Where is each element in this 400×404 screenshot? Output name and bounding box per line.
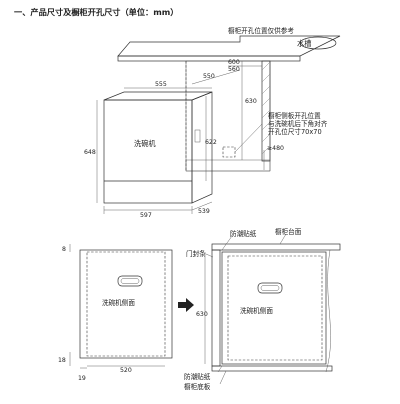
dim-18: 18 <box>58 357 66 364</box>
dim-539-line <box>191 201 213 211</box>
reference-note: 橱柜开孔位置仅供参考 <box>228 26 294 35</box>
hinge-icon <box>194 129 201 143</box>
dishwasher-side <box>191 91 213 204</box>
dim-550-line <box>191 69 241 85</box>
cabinet-side-panel <box>261 60 271 162</box>
dim-597: 597 <box>140 212 152 219</box>
dishwasher-installed-outline <box>227 255 323 361</box>
dishwasher-side-outline <box>86 251 166 357</box>
installed-handle-inner <box>260 285 280 291</box>
side-panel-hatch <box>261 61 271 155</box>
dim-648: 648 <box>84 149 96 156</box>
dim-8: 8 <box>62 246 66 253</box>
dim-539: 539 <box>198 208 210 215</box>
dishwasher-top <box>103 91 213 101</box>
side-note-leader <box>234 123 263 153</box>
break-line <box>325 249 331 373</box>
dim-550: 550 <box>203 73 215 80</box>
counter-top-edge <box>117 55 301 62</box>
side-note-line-1: 橱柜侧板开孔位置 <box>268 111 321 120</box>
plinth-label: 橱柜底板 <box>184 382 211 391</box>
dishwasher-side-front <box>79 249 173 359</box>
dim-520: 520 <box>120 367 132 374</box>
right-arrow-icon <box>178 298 194 312</box>
moisture-sticker-bottom: 防潮贴纸 <box>184 372 211 381</box>
installed-appliance-label: 洗碗机侧面 <box>240 306 273 315</box>
dim-630: 630 <box>245 98 257 105</box>
sink-label: 水槽 <box>297 39 311 48</box>
moisture-top-leader <box>221 235 233 251</box>
handle-icon <box>117 275 143 287</box>
door-seal-label: 门封条 <box>186 249 206 258</box>
cabinet-opening <box>185 60 271 172</box>
dim-19: 19 <box>78 375 86 382</box>
installed-handle-icon <box>257 282 283 294</box>
dim-560: 560 <box>228 66 240 73</box>
counter-top-section <box>211 243 341 251</box>
bottom-left-drawing: 洗碗机侧面 8 18 19 520 <box>58 244 173 382</box>
dim-622: 622 <box>205 139 217 146</box>
page-title: 一、产品尺寸及橱柜开孔尺寸（单位：mm） <box>14 7 178 17</box>
counter-top-label: 橱柜台面 <box>275 227 302 236</box>
dim-600: 600 <box>228 59 240 66</box>
appliance-label: 洗碗机 <box>134 139 156 148</box>
side-note-line-2: 与洗碗机后下角对齐 <box>268 119 328 128</box>
top-drawing: 水槽 橱柜开孔位置仅供参考 洗碗机 555 550 <box>84 26 341 219</box>
counter-top-leader <box>279 233 287 245</box>
moisture-bottom-leader <box>217 365 223 373</box>
plinth-leader <box>219 370 227 385</box>
bottom-right-drawing: 洗碗机侧面 630 防潮贴纸 橱柜台面 门封条 防潮贴纸 橱柜底板 <box>184 227 341 391</box>
sink-icon <box>299 36 337 50</box>
dishwasher-front <box>103 99 193 204</box>
dim-480: ≥480 <box>267 145 284 152</box>
handle-inner <box>120 278 140 284</box>
dishwasher-installed <box>221 251 327 365</box>
door-seal-leader <box>205 253 214 258</box>
appliance-side-label: 洗碗机侧面 <box>102 298 135 307</box>
cabinet-plinth <box>211 365 333 372</box>
cabinet-floor <box>185 159 271 172</box>
dim-555: 555 <box>155 81 167 88</box>
dim-630b: 630 <box>196 311 208 318</box>
door-panel <box>211 249 221 367</box>
side-hole-marker <box>222 146 236 158</box>
side-note-line-3: 开孔位尺寸70x70 <box>268 127 322 136</box>
moisture-sticker-top: 防潮贴纸 <box>230 229 257 238</box>
